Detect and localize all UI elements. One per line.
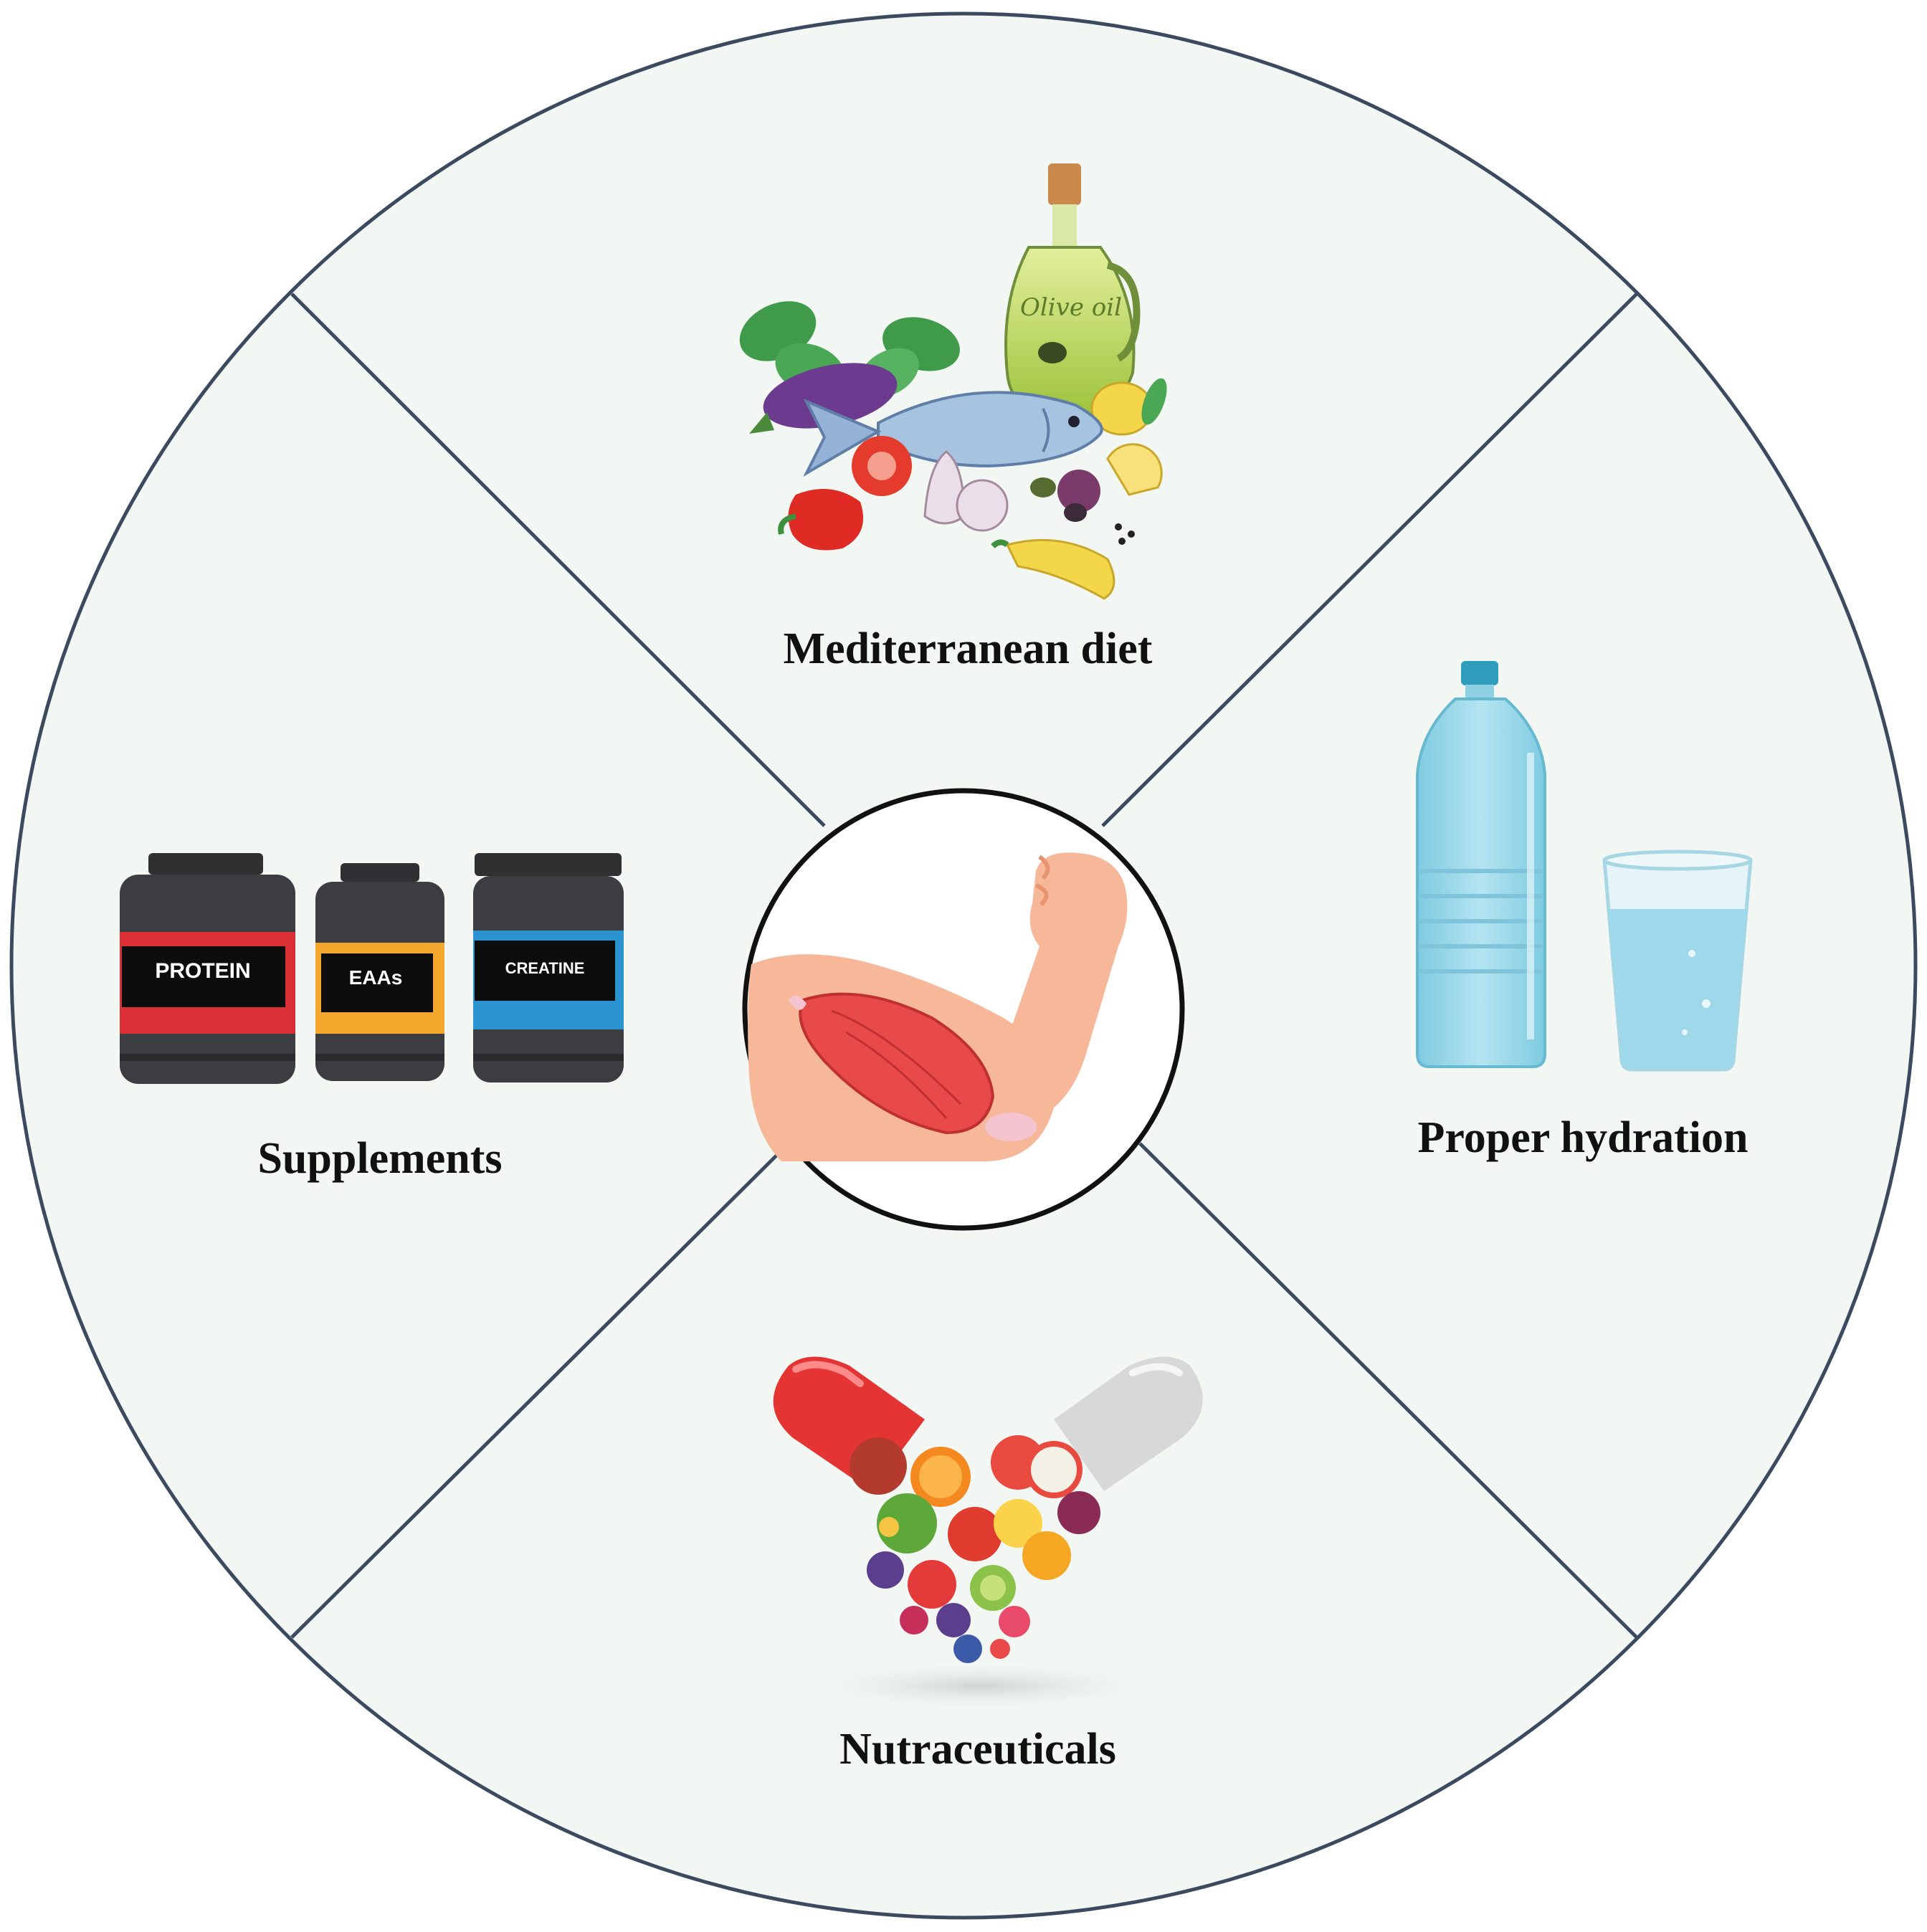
- eaas-jar: EAAs: [315, 863, 444, 1081]
- protein-jar: PROTEIN: [120, 853, 295, 1084]
- fruit-capsule-icon: [773, 1356, 1203, 1711]
- label-nutraceuticals: Nutraceuticals: [839, 1725, 1116, 1774]
- creatine-jar-label: CREATINE: [505, 959, 585, 977]
- eaas-jar-label: EAAs: [349, 966, 403, 989]
- olive-oil-bottle-text: Olive oil: [1020, 293, 1122, 322]
- mediterranean-food-icon: Olive oil: [739, 163, 1167, 600]
- divider-top-left: [290, 292, 826, 827]
- supplement-jars-icon: PROTEIN EAAs CREATINE: [120, 853, 624, 1084]
- sector-dividers: [290, 292, 1638, 1639]
- water-bottle-and-glass-icon: [1416, 661, 1753, 1072]
- label-proper-hydration: Proper hydration: [1417, 1113, 1748, 1162]
- label-mediterranean-diet: Mediterranean diet: [784, 624, 1153, 673]
- flexed-arm-muscle-icon: [748, 852, 1128, 1161]
- protein-jar-label: PROTEIN: [155, 959, 250, 983]
- label-supplements: Supplements: [257, 1134, 502, 1183]
- divider-bottom-right: [1138, 1142, 1638, 1639]
- creatine-jar: CREATINE: [473, 853, 624, 1082]
- divider-bottom-left: [290, 1142, 790, 1639]
- divider-top-right: [1101, 292, 1638, 827]
